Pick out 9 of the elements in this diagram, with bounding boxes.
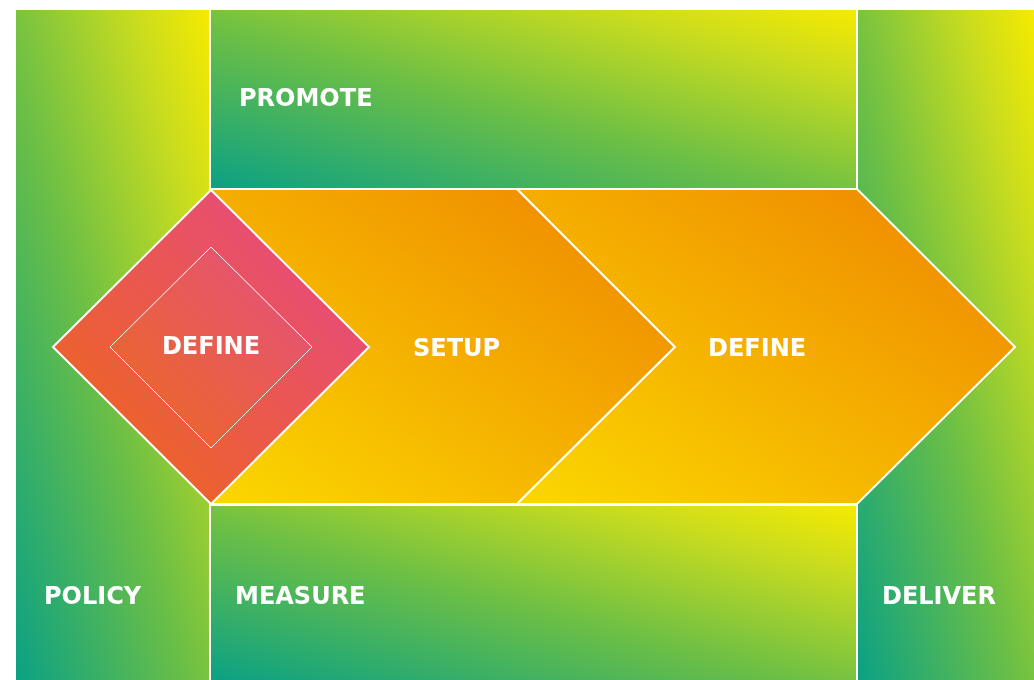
- section-label: SETUP: [413, 336, 501, 360]
- section-label: POLICY: [44, 584, 142, 608]
- section-label: DEFINE: [708, 336, 807, 360]
- section-label: MEASURE: [235, 584, 366, 608]
- section-label: DELIVER: [882, 584, 996, 608]
- bottom-band: [211, 506, 856, 680]
- section-label: DEFINE: [161, 333, 261, 358]
- top-band: [211, 10, 856, 188]
- section-label: PROMOTE: [239, 86, 373, 110]
